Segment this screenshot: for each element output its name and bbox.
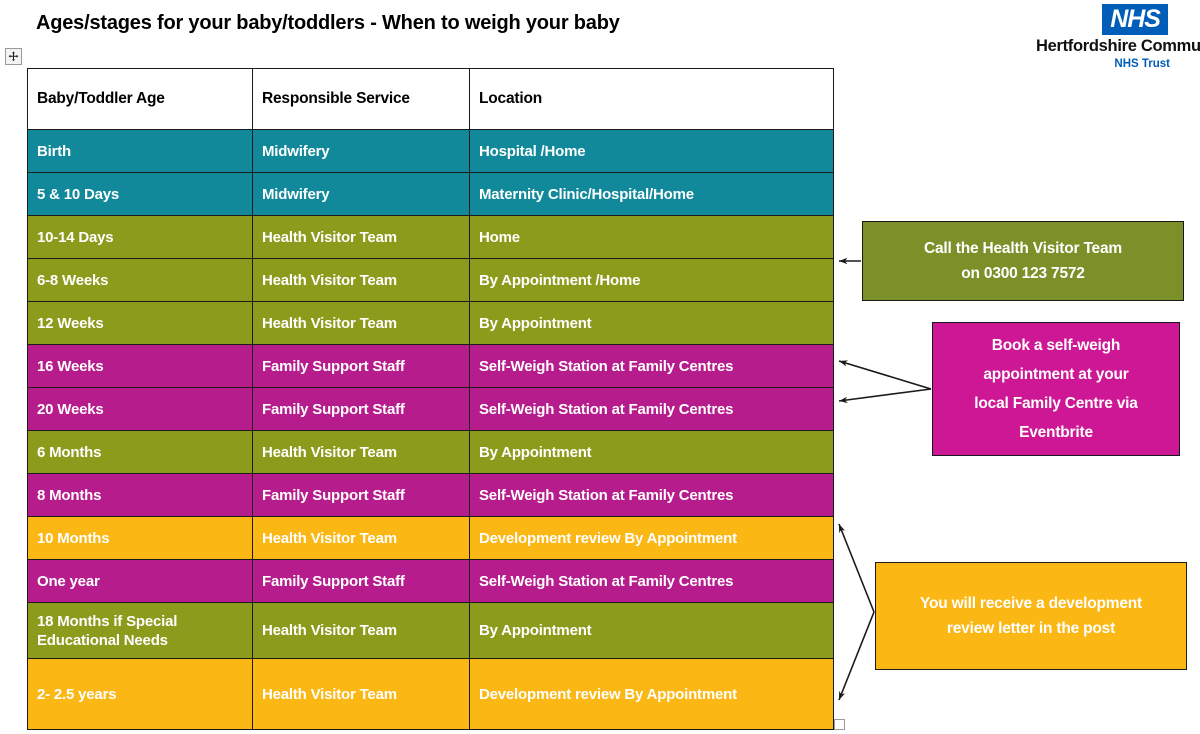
row-cell-location: Development review By Appointment bbox=[469, 516, 834, 560]
row-cell-age: 20 Weeks bbox=[27, 387, 253, 431]
row-cell-service: Midwifery bbox=[252, 172, 470, 216]
row-cell-service: Health Visitor Team bbox=[252, 602, 470, 659]
callout-self-weigh-booking: Book a self-weigh appointment at your lo… bbox=[932, 322, 1180, 456]
column-header-age: Baby/Toddler Age bbox=[27, 68, 253, 130]
row-cell-age: 10-14 Days bbox=[27, 215, 253, 259]
row-cell-location: Self-Weigh Station at Family Centres bbox=[469, 473, 834, 517]
row-cell-location: Maternity Clinic/Hospital/Home bbox=[469, 172, 834, 216]
row-cell-age: 10 Months bbox=[27, 516, 253, 560]
nhs-logo: NHS Hertfordshire Community NHS Trust bbox=[1036, 4, 1200, 78]
row-cell-location: Home bbox=[469, 215, 834, 259]
row-cell-location: Self-Weigh Station at Family Centres bbox=[469, 387, 834, 431]
arrow-selfweigh-to-16weeks bbox=[838, 360, 932, 390]
column-header-location: Location bbox=[469, 68, 834, 130]
row-cell-location: By Appointment /Home bbox=[469, 258, 834, 302]
row-cell-age: 12 Weeks bbox=[27, 301, 253, 345]
row-cell-service: Midwifery bbox=[252, 129, 470, 173]
callout-selfweigh-line-2: appointment at your bbox=[983, 366, 1129, 383]
row-cell-service: Family Support Staff bbox=[252, 387, 470, 431]
move-handle-icon[interactable] bbox=[5, 48, 22, 65]
row-cell-age: Birth bbox=[27, 129, 253, 173]
resize-handle-icon[interactable] bbox=[834, 719, 845, 730]
callout-health-visitor: Call the Health Visitor Team on 0300 123… bbox=[862, 221, 1184, 301]
row-cell-location: Hospital /Home bbox=[469, 129, 834, 173]
row-cell-age: One year bbox=[27, 559, 253, 603]
row-cell-location: By Appointment bbox=[469, 602, 834, 659]
callout-selfweigh-line-3: local Family Centre via bbox=[974, 395, 1138, 412]
row-cell-location: Self-Weigh Station at Family Centres bbox=[469, 559, 834, 603]
callout-selfweigh-line-4: Eventbrite bbox=[1019, 424, 1093, 441]
arrow-devreview-to-2years bbox=[838, 611, 875, 701]
callout-hv-line-2: on 0300 123 7572 bbox=[961, 265, 1085, 282]
row-cell-service: Health Visitor Team bbox=[252, 215, 470, 259]
row-cell-location: By Appointment bbox=[469, 301, 834, 345]
row-cell-location: Development review By Appointment bbox=[469, 658, 834, 730]
arrow-selfweigh-to-20weeks bbox=[838, 388, 932, 404]
callout-devreview-line-2: review letter in the post bbox=[946, 620, 1116, 637]
row-cell-service: Health Visitor Team bbox=[252, 258, 470, 302]
row-cell-age: 6-8 Weeks bbox=[27, 258, 253, 302]
row-cell-location: Self-Weigh Station at Family Centres bbox=[469, 344, 834, 388]
nhs-trust-subtitle: NHS Trust bbox=[1114, 58, 1170, 70]
arrow-devreview-to-10months bbox=[838, 523, 875, 613]
row-cell-age: 18 Months if Special Educational Needs bbox=[27, 602, 253, 659]
row-cell-age: 8 Months bbox=[27, 473, 253, 517]
column-header-service: Responsible Service bbox=[252, 68, 470, 130]
row-cell-age: 16 Weeks bbox=[27, 344, 253, 388]
table-header-row: Baby/Toddler Age Responsible Service Loc… bbox=[27, 68, 834, 130]
ages-stages-table: Baby/Toddler Age Responsible Service Loc… bbox=[27, 68, 834, 730]
page-title: Ages/stages for your baby/toddlers - Whe… bbox=[36, 12, 620, 34]
row-cell-service: Family Support Staff bbox=[252, 344, 470, 388]
callout-hv-line-1: Call the Health Visitor Team bbox=[924, 240, 1122, 257]
row-cell-service: Health Visitor Team bbox=[252, 658, 470, 730]
row-cell-age: 2- 2.5 years bbox=[27, 658, 253, 730]
row-cell-location: By Appointment bbox=[469, 430, 834, 474]
callout-selfweigh-line-1: Book a self-weigh bbox=[991, 337, 1121, 354]
callout-development-review: You will receive a development review le… bbox=[875, 562, 1187, 670]
nhs-trust-name: Hertfordshire Community bbox=[1036, 37, 1200, 55]
row-cell-age: 5 & 10 Days bbox=[27, 172, 253, 216]
row-cell-service: Health Visitor Team bbox=[252, 430, 470, 474]
row-cell-service: Health Visitor Team bbox=[252, 301, 470, 345]
row-cell-service: Family Support Staff bbox=[252, 473, 470, 517]
row-cell-service: Family Support Staff bbox=[252, 559, 470, 603]
row-cell-age: 6 Months bbox=[27, 430, 253, 474]
nhs-badge-text: NHS bbox=[1102, 4, 1168, 35]
callout-devreview-line-1: You will receive a development bbox=[920, 595, 1142, 612]
row-cell-service: Health Visitor Team bbox=[252, 516, 470, 560]
